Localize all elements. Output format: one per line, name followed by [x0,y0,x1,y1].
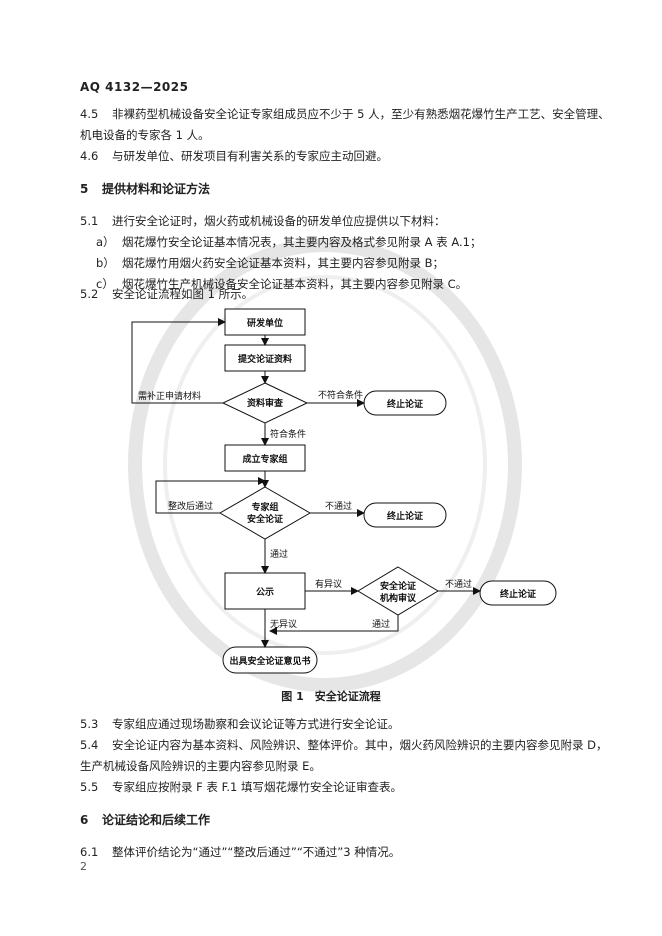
clause-number: 4.6 [80,149,99,163]
node-expert-review [219,486,311,540]
clause-number: 4.5 [80,107,99,121]
edge-label-no-objection: 无异议 [270,619,297,630]
edge-label-pass2: 通过 [372,618,390,630]
clause-number: 5.5 [80,780,99,794]
clause-5-3: 5.3 专家组应通过现场勘察和会议论证等方式进行安全论证。 [80,714,400,735]
arrow-agency-pass [269,615,399,635]
edge-label-fail2: 不通过 [445,578,472,590]
clause-number: 6.1 [80,845,99,859]
edge-label-supplement: 需补正申请材料 [138,390,201,402]
edge-label-rectify-pass: 整改后通过 [168,500,213,512]
clause-text: 与研发单位、研发项目有利害关系的专家应主动回避。 [112,149,388,163]
edge-label-pass1: 通过 [270,548,288,560]
clause-number: 5.1 [80,214,99,228]
clause-text: 非裸药型机械设备安全论证专家组成员应不少于 5 人，至少有熟悉烟花爆竹生产工艺、… [112,107,610,121]
clause-text: 安全论证内容为基本资料、风险辨识、整体评价。其中，烟火药风险辨识的主要内容参见附… [112,738,608,752]
clause-4-6: 4.6 与研发单位、研发项目有利害关系的专家应主动回避。 [80,146,388,167]
node-publicity-label: 公示 [256,587,274,598]
clause-5-5: 5.5 专家组应按附录 F 表 F.1 填写烟花爆竹安全论证审查表。 [80,777,402,798]
edge-label-objection: 有异议 [315,578,342,590]
node-publicity [224,572,306,610]
flowchart: 研发单位 提交论证资料 资料审查 终止论证 成立专家组 专家组 安全论证 终止论… [131,308,557,674]
list-item: c） 烟花爆竹生产机械设备安全论证基本资料，其主要内容参见附录 C。 [96,274,467,295]
clause-5-4-cont: 生产机械设备风险辨识的主要内容参见附录 E。 [80,759,321,773]
node-agency-review-label-2: 机构审议 [380,592,417,604]
section-title: 提供材料和论证方法 [102,182,211,196]
edge-label-fail1: 不通过 [325,500,352,512]
section-heading-5: 5 提供材料和论证方法 [80,180,210,197]
section-number: 5 [80,182,89,196]
arrow-rectify-loop [155,477,266,514]
node-stop3-label: 终止论证 [499,588,536,600]
list-marker: c） [96,277,114,291]
standard-code: AQ 4132—2025 [80,80,189,94]
clause-text: 专家组应通过现场勘察和会议论证等方式进行安全论证。 [112,717,400,731]
section-heading-6: 6 论证结论和后续工作 [80,811,210,828]
section-number: 6 [80,813,89,827]
list-marker: b） [96,256,115,270]
edge-label-meet: 符合条件 [270,428,306,440]
clause-5-2: 5.2 安全论证流程如图 1 所示。 [80,284,253,305]
clause-number: 5.4 [80,738,99,752]
node-opinion-label: 出具安全论证意见书 [229,655,310,667]
node-review-label: 资料审查 [247,397,284,409]
clause-text: 整体评价结论为“通过”“整改后通过”“不通过”3 种情况。 [112,845,401,859]
node-opinion [222,646,318,674]
node-submit [224,344,306,372]
clause-5-1: 5.1 进行安全论证时，烟火药或机械设备的研发单位应提供以下材料： [80,211,446,232]
node-stop2-label: 终止论证 [386,510,423,522]
node-form-group-label: 成立专家组 [242,453,287,465]
node-submit-label: 提交论证资料 [238,353,292,365]
node-agency-review-label-1: 安全论证 [380,580,416,592]
figure-caption: 图 1 安全论证流程 [281,690,381,703]
list-text: 烟花爆竹用烟火药安全论证基本资料，其主要内容参见附录 B； [122,256,445,270]
list-text: 烟花爆竹生产机械设备安全论证基本资料，其主要内容参见附录 C。 [122,277,468,291]
section-title: 论证结论和后续工作 [102,813,211,827]
list-text: 烟花爆竹安全论证基本情况表，其主要内容及格式参见附录 A 表 A.1； [122,235,482,249]
node-expert-review-label-2: 安全论证 [247,513,283,525]
clause-text: 安全论证流程如图 1 所示。 [112,287,254,301]
page-number: 2 [80,860,87,873]
clause-text: 进行安全论证时，烟火药或机械设备的研发单位应提供以下材料： [112,214,446,228]
clause-5-4: 5.4 安全论证内容为基本资料、风险辨识、整体评价。其中，烟火药风险辨识的主要内容… [80,735,608,756]
node-stop1-label: 终止论证 [386,398,423,410]
node-rd-unit-label: 研发单位 [247,317,283,329]
list-item: a） 烟花爆竹安全论证基本情况表，其主要内容及格式参见附录 A 表 A.1； [96,232,481,253]
clause-text: 专家组应按附录 F 表 F.1 填写烟花爆竹安全论证审查表。 [112,780,402,794]
clause-4-5: 4.5 非裸药型机械设备安全论证专家组成员应不少于 5 人，至少有熟悉烟花爆竹生产… [80,104,610,125]
clause-4-5-cont: 机电设备的专家各 1 人。 [80,128,210,142]
arrow-supplement-loop [131,318,226,404]
clause-6-1: 6.1 整体评价结论为“通过”“整改后通过”“不通过”3 种情况。 [80,842,400,863]
clause-number: 5.3 [80,717,99,731]
list-marker: a） [96,235,115,249]
list-item: b） 烟花爆竹用烟火药安全论证基本资料，其主要内容参见附录 B； [96,253,444,274]
edge-label-not-meet: 不符合条件 [318,389,363,401]
node-expert-review-label-1: 专家组 [251,501,278,513]
clause-number: 5.2 [80,287,99,301]
